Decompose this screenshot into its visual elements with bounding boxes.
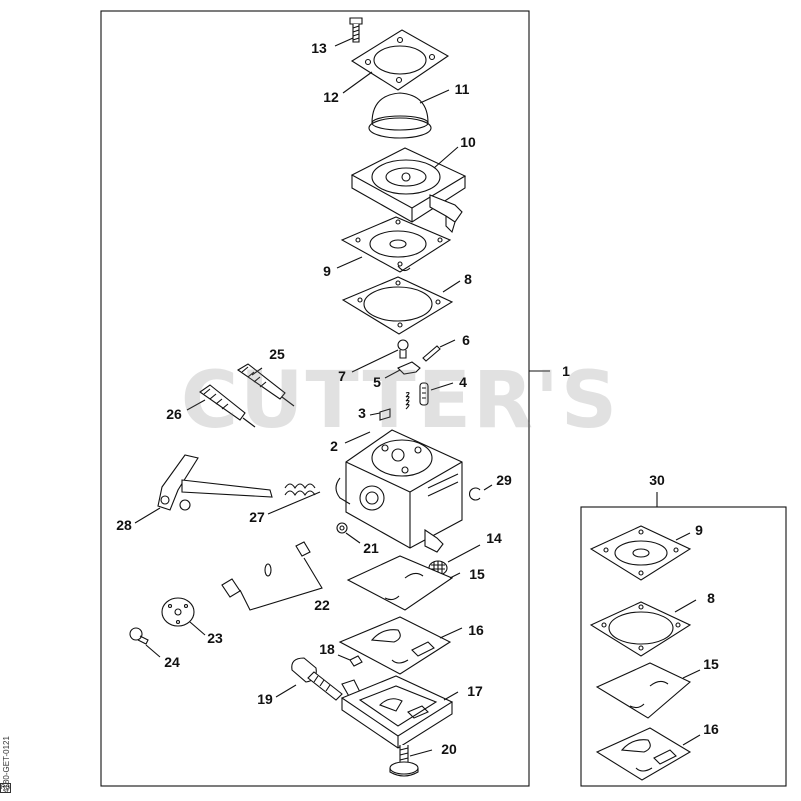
label-part-7: 7 — [338, 368, 346, 384]
part-4-inlet-needle — [419, 382, 454, 406]
label-part-26: 26 — [166, 406, 182, 422]
part-2-carburetor-body — [335, 429, 463, 553]
watermark-text: CUTTER'S — [180, 356, 620, 446]
part-20-screw — [389, 745, 433, 777]
part-13-screw — [334, 17, 363, 47]
label-part-6: 6 — [462, 332, 470, 348]
part-28-throttle-shaft — [134, 454, 273, 524]
label-part-5: 5 — [373, 374, 381, 390]
main-assembly-frame — [100, 10, 530, 787]
label-part-22: 22 — [314, 597, 330, 613]
part-29-clip — [469, 484, 493, 501]
label-part-2: 2 — [330, 438, 338, 454]
label-part-28: 28 — [116, 517, 132, 533]
part-18-pin — [337, 654, 363, 667]
label-part-1: 1 — [562, 363, 570, 379]
label-part-23: 23 — [207, 630, 223, 646]
label-part-4: 4 — [459, 374, 467, 390]
label-part-18: 18 — [319, 641, 335, 657]
label-kit-part-9: 9 — [695, 522, 703, 538]
part-10-pump-cover — [350, 146, 467, 234]
label-part-13: 13 — [311, 40, 327, 56]
label-part-15: 15 — [469, 566, 485, 582]
label-part-11: 11 — [454, 81, 470, 97]
part-19-fuel-fitting — [275, 657, 361, 701]
label-part-17: 17 — [467, 683, 483, 699]
part-17-metering-cover — [340, 675, 459, 749]
part-24-screw — [129, 627, 161, 658]
label-part-10: 10 — [460, 134, 476, 150]
part-7-screw — [351, 339, 409, 373]
part-27-spring — [267, 483, 321, 515]
part-21-ring — [336, 522, 361, 544]
label-part-29: 29 — [496, 472, 512, 488]
label-part-24: 24 — [164, 654, 180, 670]
part-12-gasket — [342, 29, 450, 94]
part-9-pump-diaphragm — [336, 216, 452, 273]
label-part-9: 9 — [323, 263, 331, 279]
part-16-gasket — [338, 616, 463, 675]
label-kit-part-8: 8 — [707, 590, 715, 606]
part-26-adjusting-screw — [186, 384, 256, 428]
kit-30-frame — [580, 506, 787, 787]
kit-part-15-gasket — [595, 662, 701, 719]
part-15-metering-gasket — [346, 555, 461, 611]
part-8-gasket — [341, 276, 461, 335]
part-3-spring — [369, 391, 410, 421]
label-part-30: 30 — [649, 472, 665, 488]
label-part-8: 8 — [464, 271, 472, 287]
label-part-14: 14 — [486, 530, 502, 546]
part-11-primer-bulb — [368, 89, 450, 139]
part-25-adjusting-screw — [236, 363, 295, 407]
label-part-3: 3 — [358, 405, 366, 421]
label-part-12: 12 — [323, 89, 339, 105]
label-part-19: 19 — [257, 691, 273, 707]
label-part-21: 21 — [363, 540, 379, 556]
part-6-pin — [422, 339, 456, 362]
label-part-16: 16 — [468, 622, 484, 638]
part-5-control-lever — [384, 361, 421, 379]
drawing-code-badge: RG — [0, 783, 11, 793]
kit-part-16-gasket — [595, 727, 701, 781]
kit-part-8-gasket — [589, 599, 697, 657]
label-part-20: 20 — [441, 741, 457, 757]
part-23-valve-disc — [161, 597, 206, 636]
label-part-25: 25 — [269, 346, 285, 362]
part-22-spring-valve-set — [221, 541, 323, 611]
label-part-27: 27 — [249, 509, 265, 525]
label-kit-part-15: 15 — [703, 656, 719, 672]
kit-part-9-diaphragm — [589, 525, 692, 581]
label-kit-part-16: 16 — [703, 721, 719, 737]
